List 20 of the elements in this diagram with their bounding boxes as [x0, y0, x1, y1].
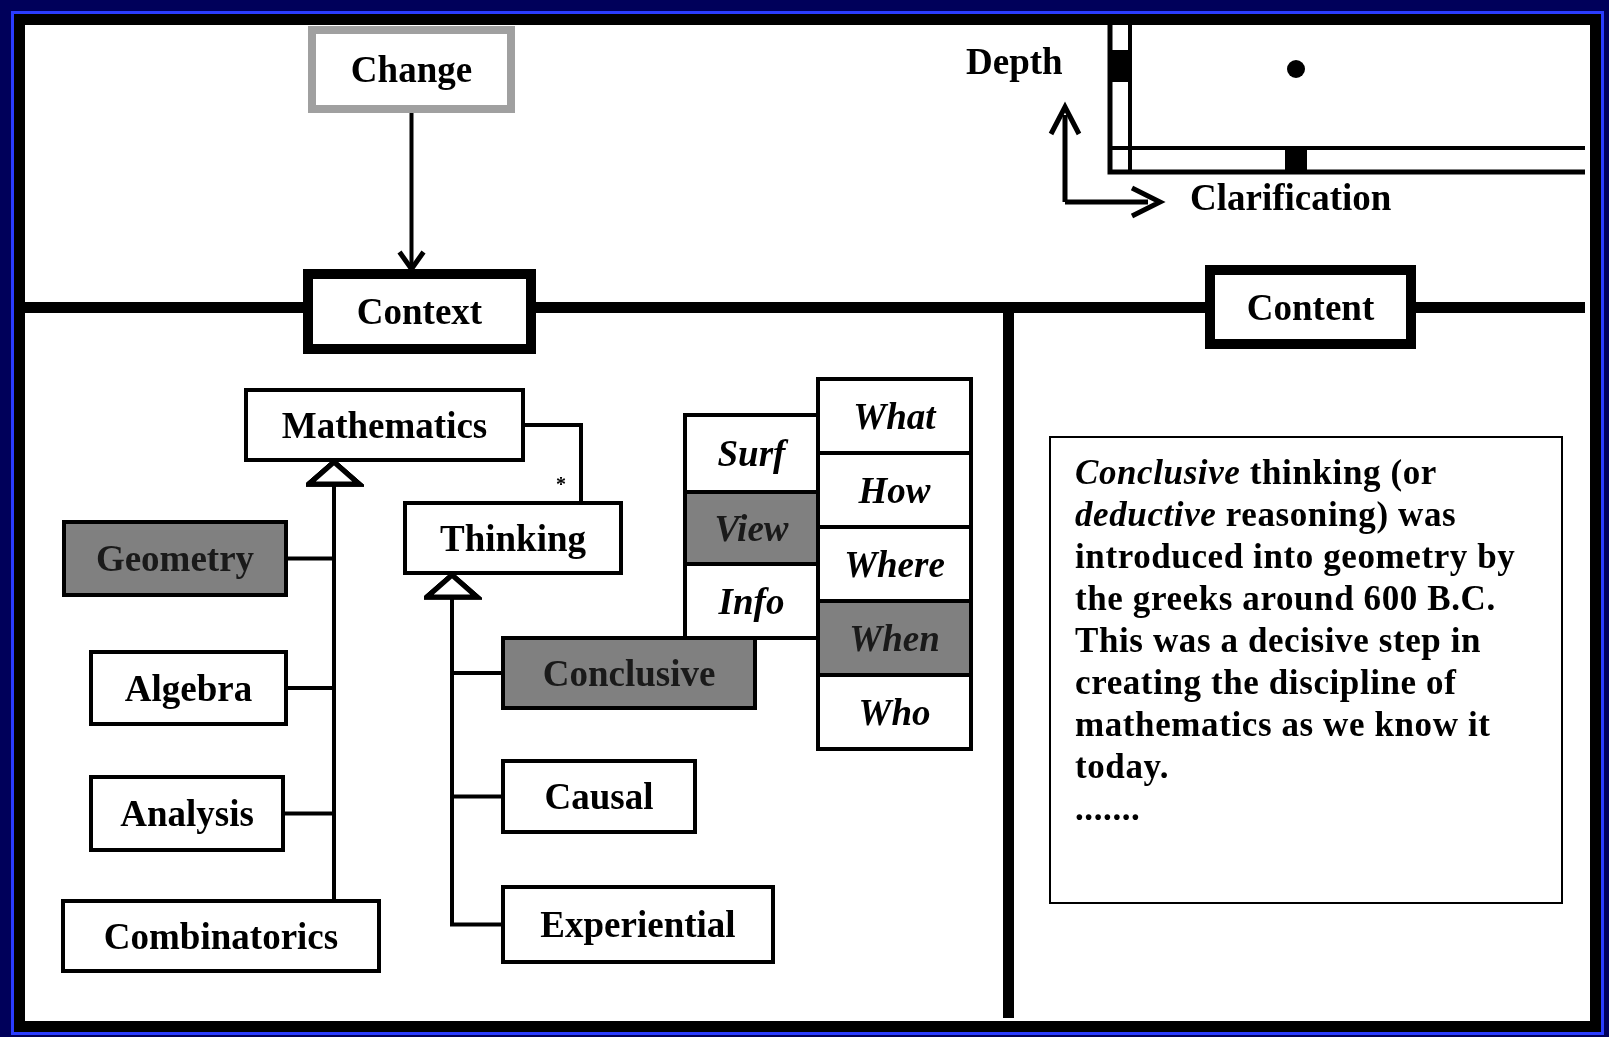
- description-text: Conclusive thinking (or deductive reasoning) was introduced into geometry by the greeks around 600 B.C.: [1075, 452, 1517, 620]
- class-box: Conclusive: [501, 636, 757, 710]
- connector-line: [525, 423, 583, 501]
- class-box: Mathematics: [244, 388, 525, 462]
- section-tab: Content: [1205, 265, 1416, 349]
- description-text: This was a decisive step in creating the discipline of mathematics as we know it today.: [1075, 620, 1492, 788]
- description-text: .......: [1075, 788, 1142, 830]
- title-box: Change: [308, 26, 515, 113]
- class-box: Geometry: [62, 520, 288, 597]
- class-box: Thinking: [403, 501, 623, 575]
- class-box: Combinatorics: [61, 899, 381, 973]
- class-box: Causal: [501, 759, 697, 834]
- class-box: Analysis: [89, 775, 285, 852]
- arrow: [397, 113, 426, 272]
- axis-label: Depth: [966, 40, 1063, 83]
- section-tab: Context: [303, 269, 536, 354]
- class-box: Algebra: [89, 650, 288, 726]
- text-panel: [1049, 436, 1563, 904]
- class-box: Experiential: [501, 885, 775, 964]
- axis-label: Clarification: [1190, 176, 1392, 219]
